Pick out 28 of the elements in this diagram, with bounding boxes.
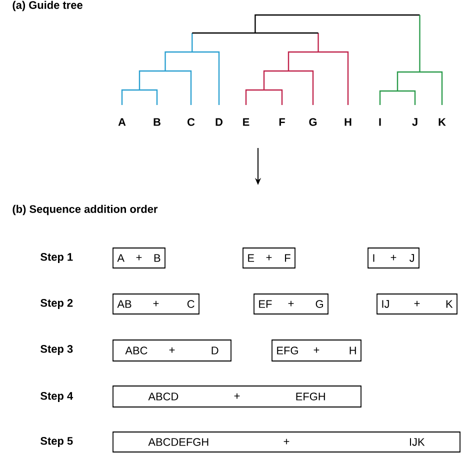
leaf-label: C <box>188 118 195 126</box>
leaf-label: E <box>243 118 250 126</box>
step-box: ABCDEFGH + IJK <box>112 432 460 452</box>
step-label: Step 1 <box>40 253 73 263</box>
step-label: Step 4 <box>40 392 74 402</box>
leaf-label: A <box>118 118 126 126</box>
step-box: I + J <box>368 248 420 268</box>
panel-title: (b) Sequence addition order <box>12 204 158 216</box>
panel-title: (a) Guide tree <box>12 0 82 12</box>
step-box: ABC + D <box>112 340 232 362</box>
step-box: A + B <box>112 248 166 268</box>
step-label: Step 5 <box>40 437 73 447</box>
leaf-label: D <box>216 118 222 126</box>
leaf-label: K <box>438 118 446 126</box>
leaf-label: H <box>344 118 352 126</box>
step-label: Step 3 <box>40 345 73 355</box>
leaf-label: G <box>309 118 317 126</box>
step-box: EFG + H <box>272 340 362 362</box>
leaf-label: B <box>154 118 160 126</box>
leaf-label: I <box>379 118 381 126</box>
leaf-label: J <box>412 118 418 126</box>
step-box: ABCD + EFGH <box>112 386 362 408</box>
step-box: IJ + K <box>376 294 458 314</box>
leaf-label: F <box>279 118 285 126</box>
step-box: EF + G <box>254 294 328 314</box>
step-label: Step 2 <box>40 299 73 309</box>
step-box: E + F <box>242 248 296 268</box>
step-box: AB + C <box>112 294 200 314</box>
